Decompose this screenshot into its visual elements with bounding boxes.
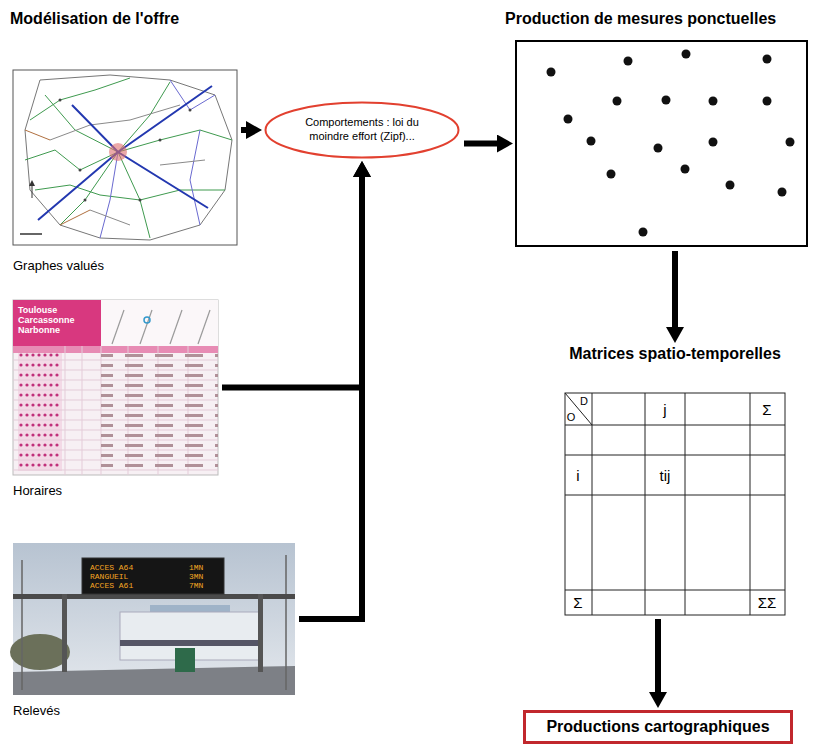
points-box: Production de mesures ponctuelles (515, 40, 808, 247)
line-name: Toulouse (18, 305, 57, 315)
table-cell: ΣΣ (758, 594, 777, 611)
table-cell: Σ (762, 401, 771, 418)
output-box: Productions cartographiques (523, 710, 793, 744)
matrix-table: Matrices spatio-temporellesDOjΣitijΣΣΣ (545, 345, 805, 615)
measure-dots (547, 50, 795, 237)
flow-arrow (672, 251, 678, 333)
sign-time: 1MN (189, 563, 203, 572)
sign-text: ACCES A61 (90, 581, 133, 590)
box-title: Matrices spatio-temporelles (545, 345, 805, 363)
line-name: Narbonne (18, 325, 60, 335)
timetable-panel: HorairesToulouseCarcassonneNarbonne (13, 300, 218, 475)
section-heading: Modélisation de l'offre (10, 10, 179, 28)
matrix-grid (565, 393, 785, 615)
road-map (13, 70, 237, 245)
table-cell: tij (660, 467, 671, 484)
map-panel: Graphes valués (13, 70, 237, 245)
ellipse-text: Comportements : loi du moindre effort (Z… (297, 116, 427, 144)
table-cell: j (663, 401, 666, 418)
origin-symbol: O (567, 411, 576, 423)
flow-arrow (299, 171, 362, 619)
flow-arrow (464, 141, 503, 147)
behaviour-ellipse: Comportements : loi du moindre effort (Z… (264, 101, 460, 159)
destination-symbol: D (580, 395, 588, 407)
sign-time: 7MN (189, 581, 203, 590)
flow-arrow (222, 171, 362, 388)
table-cell: Σ (573, 594, 582, 611)
line-name: Carcassonne (18, 315, 75, 325)
panel-caption: Graphes valués (13, 258, 104, 273)
table-cell: i (576, 467, 579, 484)
flow-arrow (655, 619, 661, 698)
sign-time: 3MN (189, 572, 203, 581)
sign-text: ACCES A64 (90, 563, 133, 572)
timetable-picture (13, 300, 218, 475)
flow-arrow (241, 127, 252, 133)
sign-text: RANGUEIL (90, 572, 128, 581)
box-title: Productions cartographiques (546, 718, 769, 736)
panel-caption: Relevés (13, 703, 60, 718)
motorway-photo (10, 543, 295, 695)
panel-caption: Horaires (13, 483, 62, 498)
box-title: Production de mesures ponctuelles (505, 10, 776, 28)
photo-panel: RelevésACCES A641MNRANGUEIL3MNACCES A617… (13, 543, 295, 695)
